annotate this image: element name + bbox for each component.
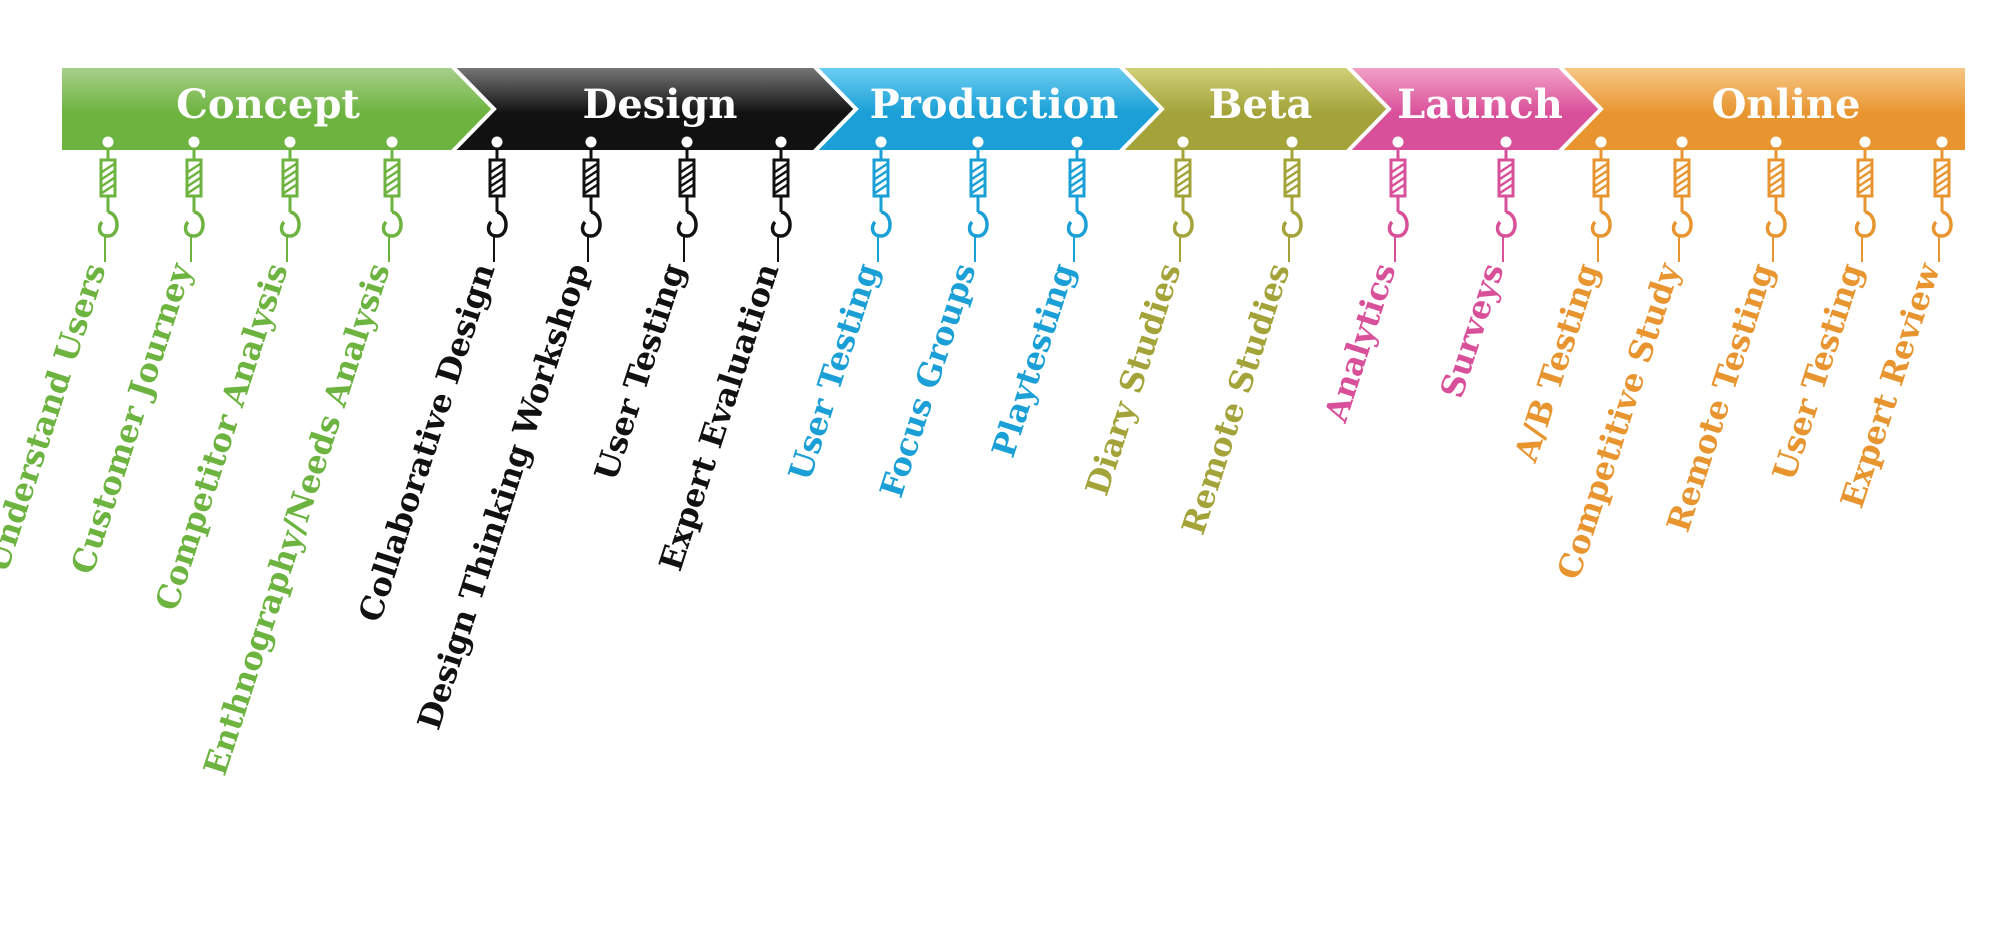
phase-label-online: Online bbox=[1712, 81, 1861, 128]
method-hook: A/B Testing bbox=[1507, 136, 1612, 467]
method-label: Focus Groups bbox=[872, 259, 983, 502]
phase-arrows: Concept Design Production Beta Launch Online bbox=[58, 64, 1969, 154]
method-label: Enthnography/Needs Analysis bbox=[196, 259, 398, 780]
method-label: Surveys bbox=[1433, 259, 1512, 403]
method-hook: Surveys bbox=[1433, 136, 1517, 403]
method-label: Playtesting bbox=[984, 259, 1082, 462]
phase-label-launch: Launch bbox=[1397, 81, 1563, 128]
phase-label-concept: Concept bbox=[176, 81, 360, 128]
method-label: User Testing bbox=[587, 259, 693, 485]
method-label: A/B Testing bbox=[1507, 259, 1607, 467]
method-hook: Playtesting bbox=[984, 136, 1088, 462]
method-hook: Expert Evaluation bbox=[651, 136, 792, 575]
phase-label-production: Production bbox=[870, 81, 1119, 128]
method-label: User Testing bbox=[781, 259, 887, 485]
method-label: Design Thinking Workshop bbox=[410, 259, 597, 734]
phase-arrow-online bbox=[1554, 64, 1969, 154]
method-label: Remote Studies bbox=[1174, 259, 1297, 539]
method-label: Analytics bbox=[1316, 259, 1403, 428]
phase-label-beta: Beta bbox=[1209, 81, 1313, 128]
method-hook: Analytics bbox=[1316, 136, 1409, 428]
method-hook: Remote Studies bbox=[1174, 136, 1303, 539]
method-label: Diary Studies bbox=[1078, 259, 1189, 500]
method-hook: User Testing bbox=[781, 136, 892, 485]
method-hook: User Testing bbox=[587, 136, 698, 485]
method-hook: Diary Studies bbox=[1078, 136, 1194, 500]
phase-label-design: Design bbox=[583, 81, 738, 128]
